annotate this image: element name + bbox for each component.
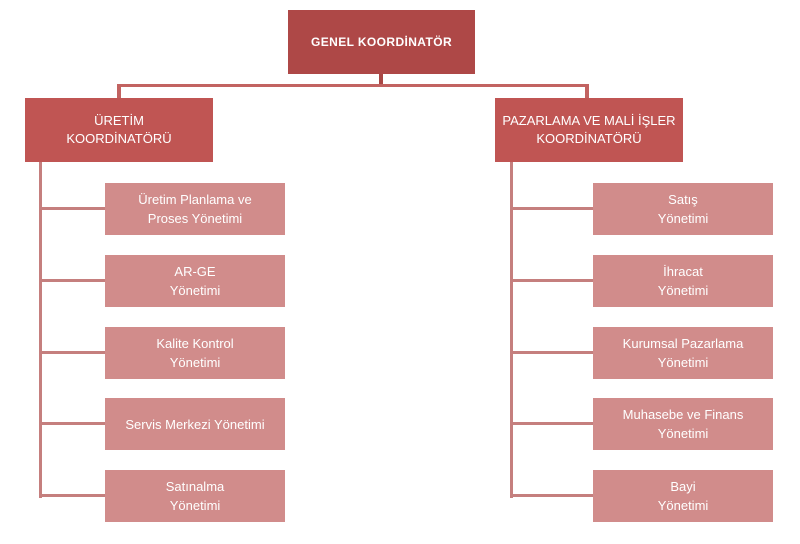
connector-left-rail bbox=[39, 162, 42, 498]
connector-right-stub bbox=[510, 422, 593, 425]
connector-left-drop bbox=[117, 84, 121, 98]
org-node-satinalma: Satınalma Yönetimi bbox=[105, 470, 285, 522]
org-node-kalite-kontrol: Kalite Kontrol Yönetimi bbox=[105, 327, 285, 379]
connector-right-stub bbox=[510, 279, 593, 282]
org-node-satis: Satış Yönetimi bbox=[593, 183, 773, 235]
connector-left-stub bbox=[39, 207, 105, 210]
org-node-kurumsal-pazarlama: Kurumsal Pazarlama Yönetimi bbox=[593, 327, 773, 379]
connector-horizontal bbox=[117, 84, 589, 87]
connector-right-stub bbox=[510, 207, 593, 210]
org-node-ar-ge: AR-GE Yönetimi bbox=[105, 255, 285, 307]
org-node-uretim-planlama-proses: Üretim Planlama ve Proses Yönetimi bbox=[105, 183, 285, 235]
connector-left-stub bbox=[39, 351, 105, 354]
connector-root-stub bbox=[379, 74, 383, 85]
org-node-muhasebe-finans: Muhasebe ve Finans Yönetimi bbox=[593, 398, 773, 450]
connector-right-stub bbox=[510, 494, 593, 497]
connector-right-stub bbox=[510, 351, 593, 354]
org-node-servis-merkezi: Servis Merkezi Yönetimi bbox=[105, 398, 285, 450]
connector-right-rail bbox=[510, 162, 513, 498]
org-node-ihracat: İhracat Yönetimi bbox=[593, 255, 773, 307]
connector-right-drop bbox=[585, 84, 589, 98]
connector-left-stub bbox=[39, 279, 105, 282]
connector-left-stub bbox=[39, 422, 105, 425]
org-node-uretim-koordinatoru: ÜRETİM KOORDİNATÖRÜ bbox=[25, 98, 213, 162]
org-node-pazarlama-mali-isler-koordinatoru: PAZARLAMA VE MALİ İŞLER KOORDİNATÖRÜ bbox=[495, 98, 683, 162]
org-node-bayi: Bayi Yönetimi bbox=[593, 470, 773, 522]
connector-left-stub bbox=[39, 494, 105, 497]
org-node-genel-koordinator: GENEL KOORDİNATÖR bbox=[288, 10, 475, 74]
